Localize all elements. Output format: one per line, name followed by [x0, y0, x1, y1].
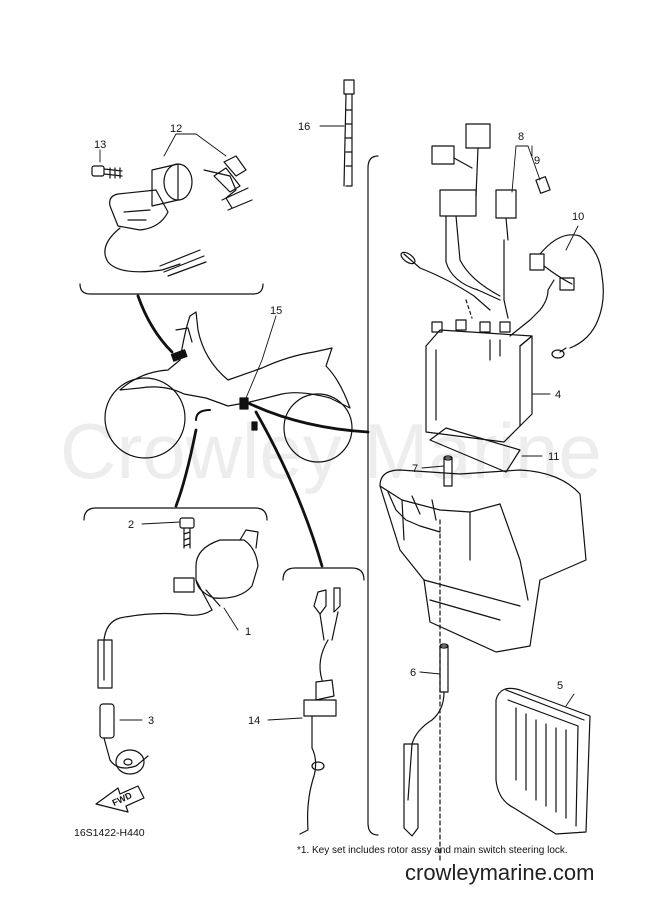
callout-6: 6 — [410, 667, 416, 679]
callout-11: 11 — [548, 451, 559, 463]
scooter-mark-sensor — [251, 421, 258, 431]
callout-8: 8 — [518, 131, 524, 143]
pin-6 — [439, 643, 449, 693]
stud-7 — [443, 455, 453, 487]
terminal-6 — [403, 743, 419, 837]
website-label: crowleymarine.com — [405, 860, 595, 885]
callout-2: 2 — [128, 519, 134, 531]
cover-5 — [495, 687, 591, 835]
callout-15: 15 — [270, 305, 282, 317]
scooter-mark-coil — [195, 409, 211, 421]
leader-ignition — [174, 428, 198, 508]
footnote: *1. Key set includes rotor assy and main… — [297, 845, 568, 856]
scooter-mark-switch — [170, 349, 188, 362]
bolt-2 — [179, 517, 195, 549]
watermark: Crowley Marine — [60, 407, 602, 495]
callout-7: 7 — [412, 463, 418, 475]
leader-lines — [99, 125, 579, 721]
bracket-main-switch — [79, 283, 264, 295]
wire-harness-8 — [400, 123, 517, 319]
bracket-battery-group — [367, 155, 379, 836]
callout-4: 4 — [555, 389, 561, 401]
battery-4 — [425, 319, 533, 443]
plug-cap-3 — [99, 703, 149, 775]
callout-1: 1 — [245, 626, 251, 638]
main-switch-12 — [104, 155, 253, 277]
wire-6-cable — [407, 691, 445, 801]
fwd-label: FWD — [111, 790, 134, 808]
callout-5: 5 — [557, 680, 563, 692]
part-code: 16S1422-H440 — [74, 827, 145, 839]
battery-box — [379, 469, 587, 861]
callout-14: 14 — [248, 715, 260, 727]
callout-16: 16 — [298, 121, 310, 133]
harness-dash — [465, 299, 473, 319]
callout-10: 10 — [572, 211, 584, 223]
sensor-14 — [299, 587, 341, 835]
fuse-9 — [535, 176, 551, 194]
bracket-ignition-coil — [83, 507, 268, 521]
fwd-arrow-icon — [95, 785, 145, 813]
scooter-mark-battery — [239, 397, 249, 410]
callout-12: 12 — [170, 123, 182, 135]
leader-main-switch — [136, 294, 174, 354]
cable-tie-16 — [343, 79, 355, 187]
pad-11 — [429, 427, 521, 473]
leader-battery — [244, 400, 370, 434]
bolt-13 — [91, 165, 123, 179]
ignition-coil-1 — [97, 529, 259, 689]
callout-3: 3 — [148, 715, 154, 727]
bracket-sensor — [282, 567, 365, 581]
wire-lead-10 — [509, 234, 604, 359]
callout-9: 9 — [534, 155, 540, 167]
leader-sensor — [254, 410, 324, 568]
callout-13: 13 — [94, 139, 106, 151]
